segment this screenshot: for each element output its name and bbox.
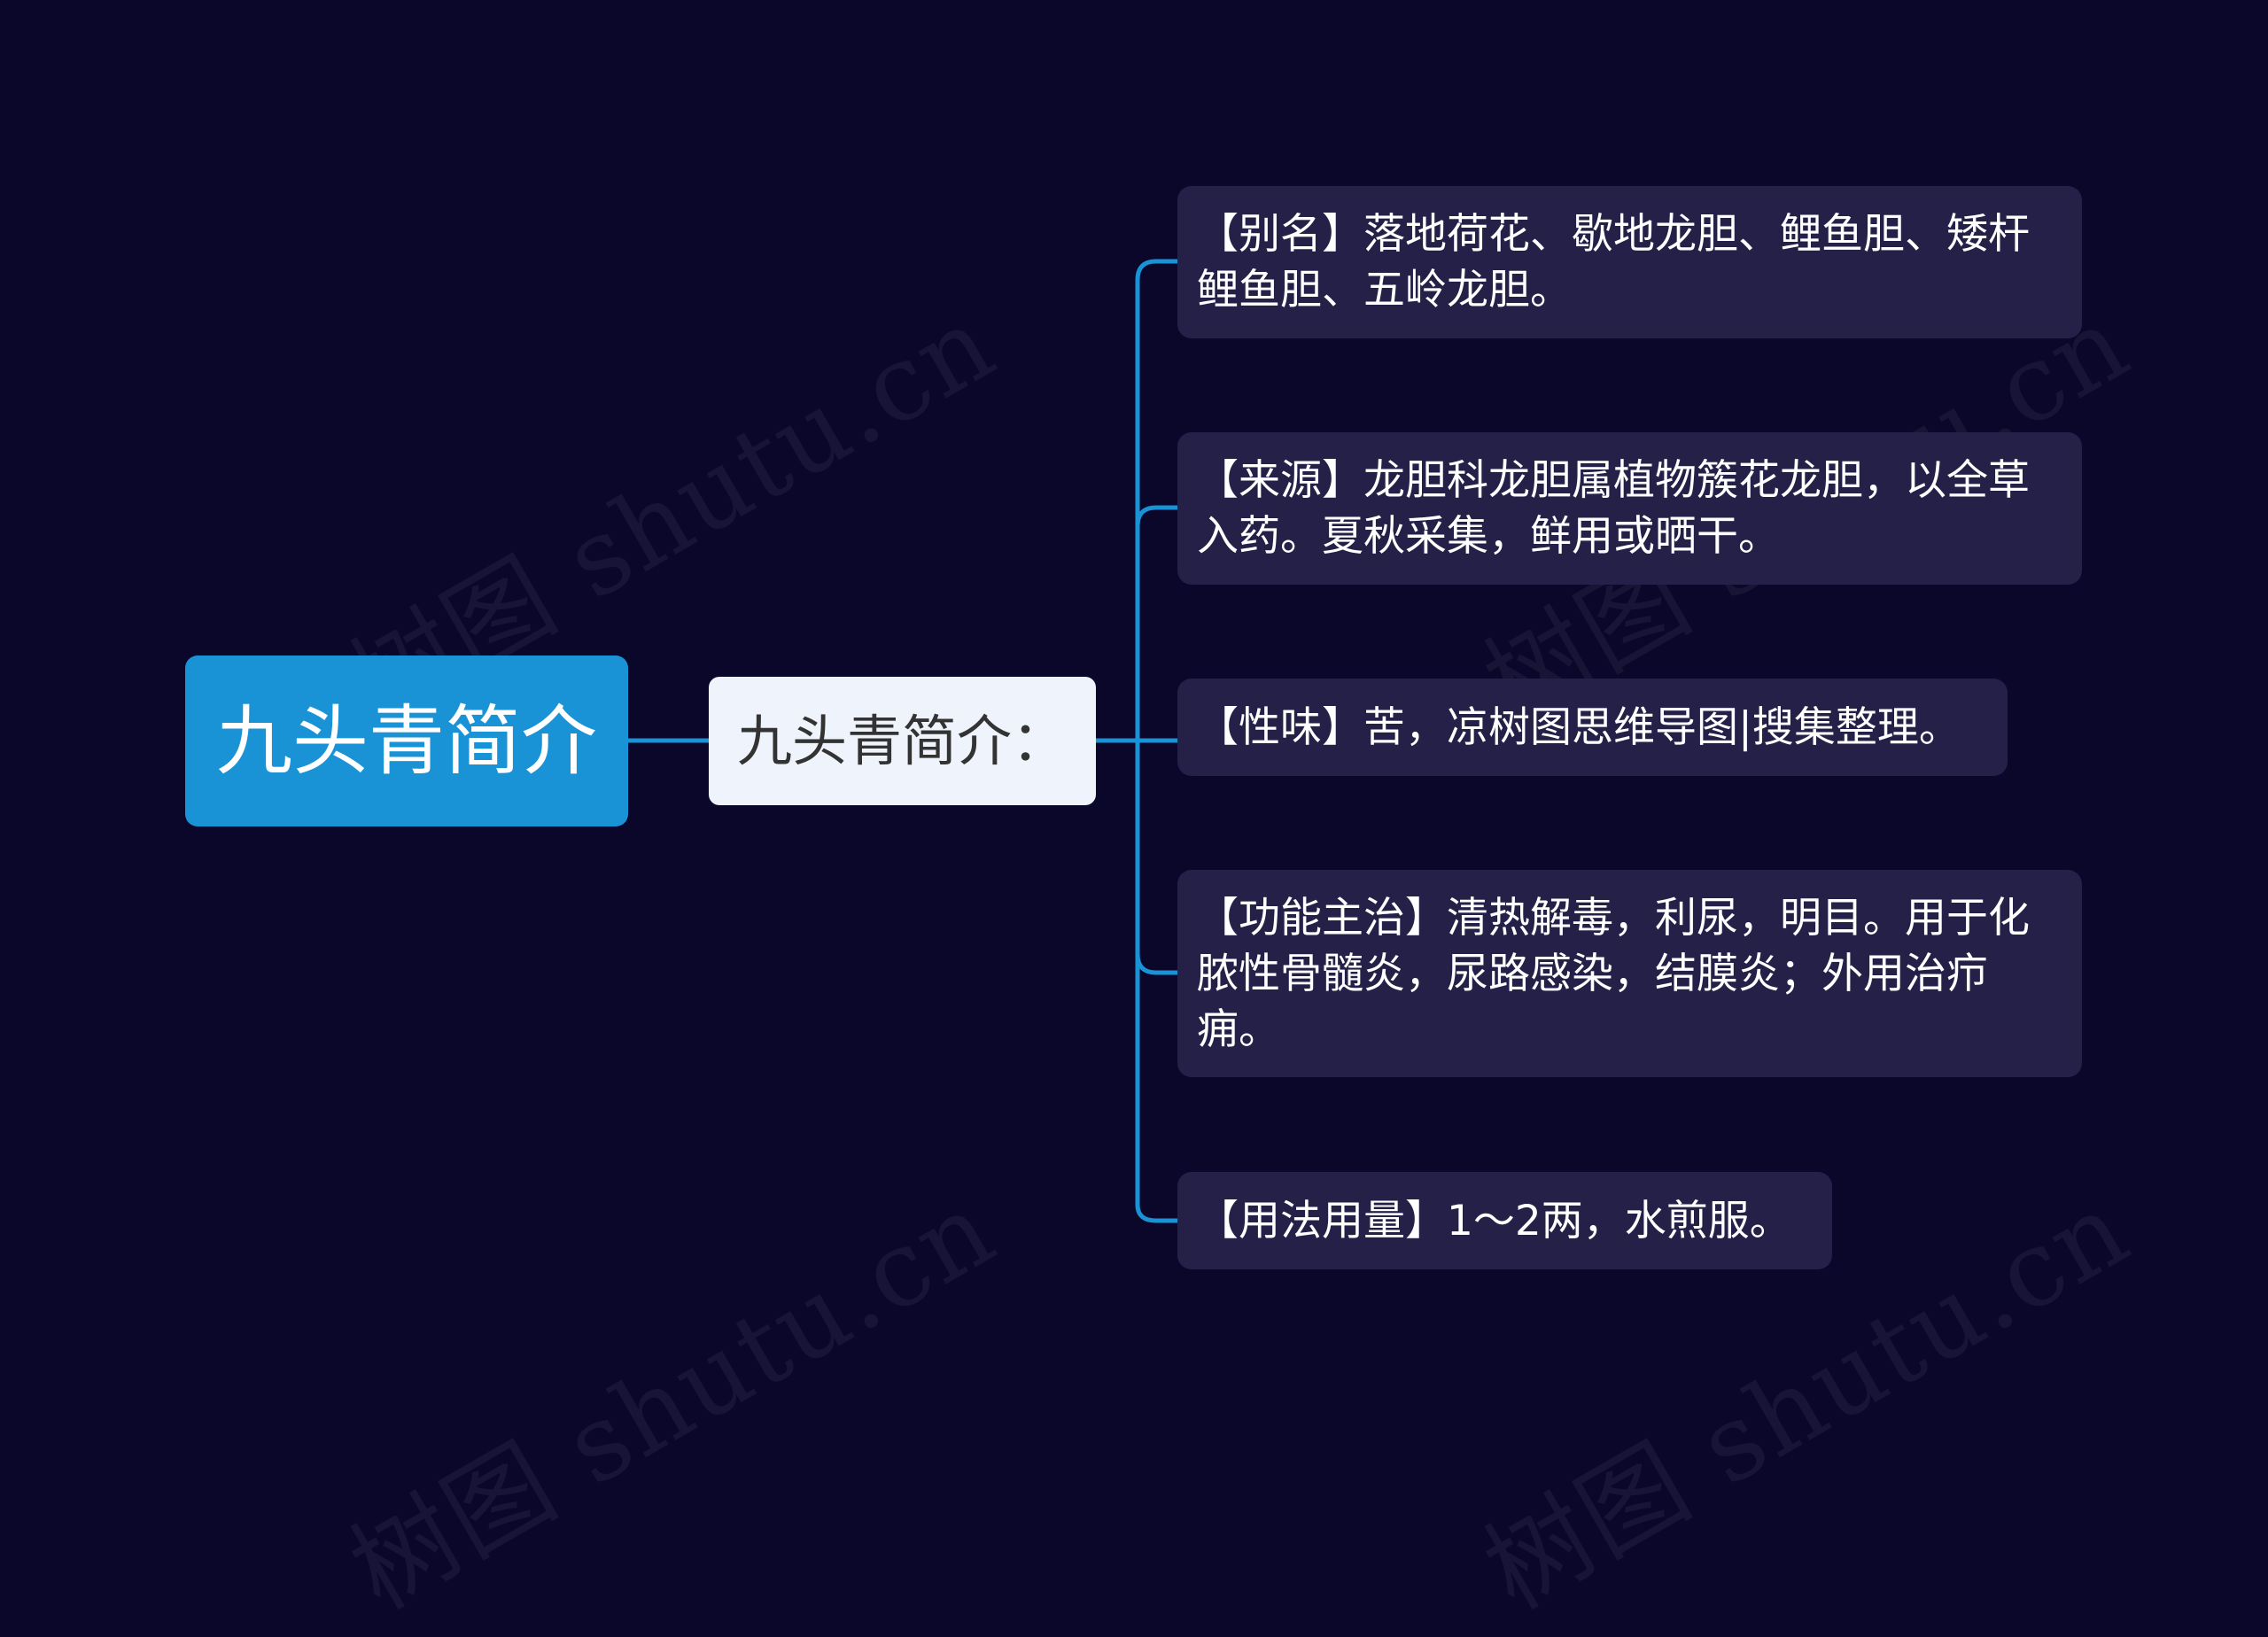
leaf-topic-taste[interactable]: 【性味】苦，凉树图思维导图|搜集整理。 <box>1177 679 2008 776</box>
leaf-connector-2 <box>1135 505 1177 527</box>
leaf-connector-4 <box>1135 953 1177 975</box>
leaf-topic-label: 【别名】落地荷花、歇地龙胆、鲤鱼胆、矮杆鲤鱼胆、五岭龙胆。 <box>1197 210 2030 314</box>
leaf-connector-5 <box>1135 1204 1177 1223</box>
leaf-topic-label: 【功能主治】清热解毒，利尿，明目。用于化脓性骨髓炎，尿路感染，结膜炎；外用治疖痈… <box>1197 893 2030 1054</box>
branch-topic[interactable]: 九头青简介： <box>709 677 1096 805</box>
root-topic-label: 九头青简介 <box>216 696 597 786</box>
leaf-topic-label: 【性味】苦，凉树图思维导图|搜集整理。 <box>1197 702 1961 752</box>
leaf-connector-1 <box>1135 259 1177 281</box>
leaf-topic-dosage[interactable]: 【用法用量】1～2两，水煎服。 <box>1177 1172 1832 1269</box>
leaf-topic-label: 【用法用量】1～2两，水煎服。 <box>1197 1196 1791 1245</box>
root-topic[interactable]: 九头青简介 <box>185 656 628 826</box>
leaf-topic-label: 【来源】龙胆科龙胆属植物簇花龙胆，以全草入药。夏秋采集，鲜用或晒干。 <box>1197 456 2030 561</box>
branch-topic-label: 九头青简介： <box>737 708 1068 773</box>
leaf-topic-alias[interactable]: 【别名】落地荷花、歇地龙胆、鲤鱼胆、矮杆鲤鱼胆、五岭龙胆。 <box>1177 186 2082 338</box>
leaf-topic-function[interactable]: 【功能主治】清热解毒，利尿，明目。用于化脓性骨髓炎，尿路感染，结膜炎；外用治疖痈… <box>1177 870 2082 1077</box>
watermark-text: 树图 shutu.cn <box>330 1167 1014 1633</box>
mindmap-canvas: 树图 shutu.cn 树图 shutu.cn 树图 shutu.cn 树图 s… <box>185 186 2148 1633</box>
leaf-topic-source[interactable]: 【来源】龙胆科龙胆属植物簇花龙胆，以全草入药。夏秋采集，鲜用或晒干。 <box>1177 432 2082 585</box>
leaf-connector-3 <box>1135 728 1177 743</box>
